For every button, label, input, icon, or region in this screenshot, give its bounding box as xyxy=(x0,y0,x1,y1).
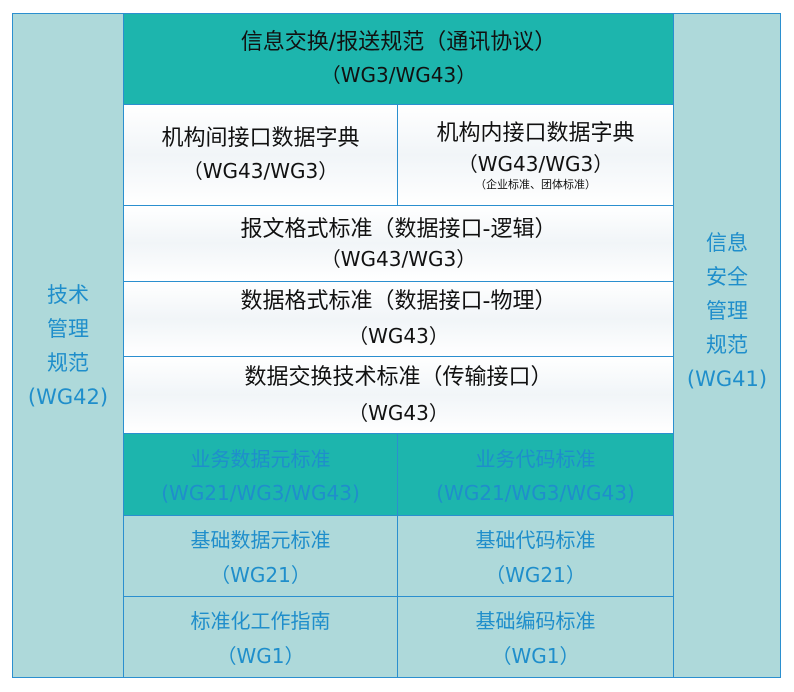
basic-code-standard-box: 基础代码标准 （WG21） xyxy=(397,515,674,597)
data-format-standard-box: 数据格式标准（数据接口-物理） （WG43） xyxy=(123,281,674,357)
left-line-2: 管理 xyxy=(47,316,89,341)
intra-dict-title: 机构内接口数据字典 xyxy=(436,121,635,146)
grid-code: （WG21） xyxy=(485,563,586,587)
intra-institution-dictionary-box: 机构内接口数据字典 （WG43/WG3） （企业标准、团体标准） xyxy=(397,104,674,206)
info-exchange-code: （WG3/WG43） xyxy=(320,63,477,87)
inter-dict-title: 机构间接口数据字典 xyxy=(161,126,360,151)
intra-dict-code: （WG43/WG3） xyxy=(457,152,614,176)
grid-title: 业务数据元标准 xyxy=(190,446,331,471)
grid-code: （WG1） xyxy=(216,644,305,668)
grid-title: 基础代码标准 xyxy=(475,528,596,552)
right-line-2: 安全 xyxy=(706,264,748,289)
grid-title: 业务代码标准 xyxy=(475,446,596,471)
grid-code: （WG21） xyxy=(210,563,311,587)
business-data-element-standard-box: 业务数据元标准 (WG21/WG3/WG43) xyxy=(123,433,398,516)
layer-code: （WG43/WG3） xyxy=(320,246,477,271)
inter-dict-code: （WG43/WG3） xyxy=(182,159,339,183)
message-format-standard-box: 报文格式标准（数据接口-逻辑） （WG43/WG3） xyxy=(123,205,674,282)
info-security-spec-column: 信息 安全 管理 规范 (WG41) xyxy=(673,13,781,678)
business-code-standard-box: 业务代码标准 (WG21/WG3/WG43) xyxy=(397,433,674,516)
right-line-1: 信息 xyxy=(706,230,748,255)
basic-encoding-standard-box: 基础编码标准 （WG1） xyxy=(397,596,674,678)
right-line-4: 规范 xyxy=(706,332,748,357)
left-line-4: (WG42) xyxy=(27,384,109,409)
layer-title: 报文格式标准（数据接口-逻辑） xyxy=(240,216,557,242)
grid-title: 基础编码标准 xyxy=(475,609,596,633)
layer-code: （WG43） xyxy=(348,324,449,348)
basic-data-element-standard-box: 基础数据元标准 （WG21） xyxy=(123,515,398,597)
info-exchange-title: 信息交换/报送规范（通讯协议） xyxy=(240,30,557,55)
left-line-1: 技术 xyxy=(47,282,89,307)
data-exchange-tech-standard-box: 数据交换技术标准（传输接口） （WG43） xyxy=(123,356,674,434)
tech-management-spec-column: 技术 管理 规范 (WG42) xyxy=(12,13,124,678)
grid-code: (WG21/WG3/WG43) xyxy=(436,480,635,505)
intra-dict-note: （企业标准、团体标准） xyxy=(475,178,596,191)
right-line-5: (WG41) xyxy=(686,366,768,391)
inter-institution-dictionary-box: 机构间接口数据字典 （WG43/WG3） xyxy=(123,104,398,206)
info-exchange-protocol-box: 信息交换/报送规范（通讯协议） （WG3/WG43） xyxy=(123,13,674,105)
layer-title: 数据格式标准（数据接口-物理） xyxy=(240,289,557,314)
layer-code: （WG43） xyxy=(348,401,449,425)
grid-title: 基础数据元标准 xyxy=(190,528,331,552)
grid-code: (WG21/WG3/WG43) xyxy=(161,480,360,505)
right-line-3: 管理 xyxy=(706,298,748,323)
left-line-3: 规范 xyxy=(47,350,89,375)
standardization-guide-box: 标准化工作指南 （WG1） xyxy=(123,596,398,678)
layer-title: 数据交换技术标准（传输接口） xyxy=(244,365,553,390)
grid-title: 标准化工作指南 xyxy=(190,609,331,633)
grid-code: （WG1） xyxy=(491,644,580,668)
